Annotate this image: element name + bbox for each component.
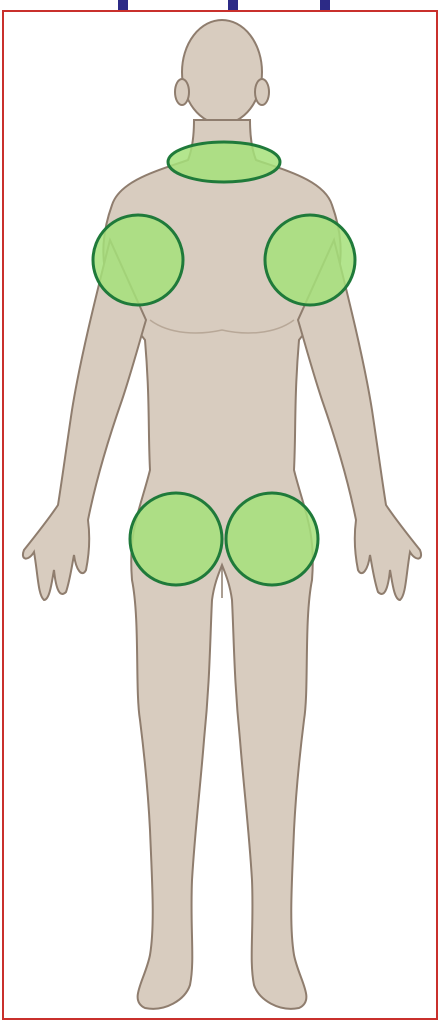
left-hip-highlight (226, 493, 318, 585)
right-shoulder-highlight (93, 215, 183, 305)
neck-highlight (168, 142, 280, 182)
left-shoulder-highlight (265, 215, 355, 305)
right-ear (175, 79, 189, 105)
right-hip-highlight (130, 493, 222, 585)
head (182, 20, 262, 124)
left-ear (255, 79, 269, 105)
